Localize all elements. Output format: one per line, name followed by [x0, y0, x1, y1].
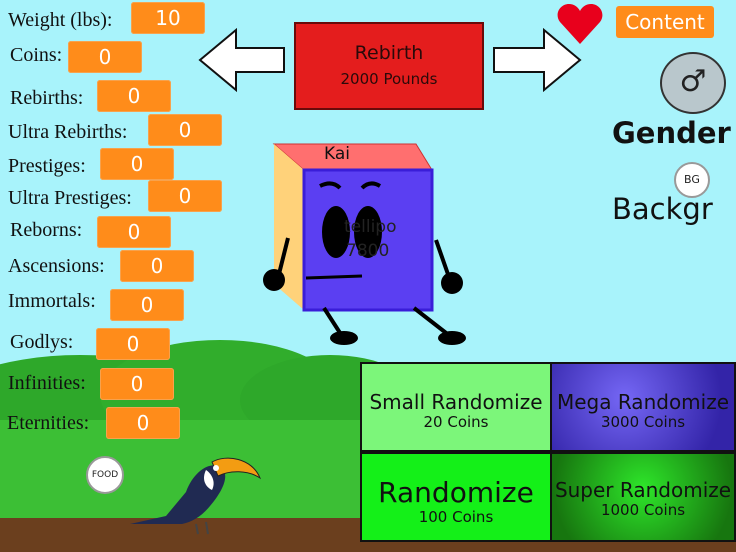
weight-value: 10	[131, 2, 205, 34]
eternities-label: Eternities:	[7, 412, 90, 434]
reborns-value: 0	[97, 216, 171, 248]
godlys-label: Godlys:	[10, 331, 74, 353]
prestiges-value: 0	[100, 148, 174, 180]
coins-label: Coins:	[10, 44, 63, 66]
infinities-value: 0	[100, 368, 174, 400]
ultra-rebirths-label: Ultra Rebirths:	[8, 121, 128, 143]
randomize-button[interactable]: Randomize 100 Coins	[360, 452, 552, 542]
small-randomize-button[interactable]: Small Randomize 20 Coins	[360, 362, 552, 452]
ascensions-value: 0	[120, 250, 194, 282]
mega-randomize-button[interactable]: Mega Randomize 3000 Coins	[550, 362, 736, 452]
rebirths-value: 0	[97, 80, 171, 112]
right-arrow-icon[interactable]	[492, 28, 582, 92]
weight-label: Weight (lbs):	[8, 9, 113, 31]
ultra-rebirths-value: 0	[148, 114, 222, 146]
rebirth-title: Rebirth	[354, 42, 424, 64]
gender-label: Gender	[612, 116, 731, 150]
randomize-cost: 100 Coins	[418, 508, 494, 526]
rebirths-label: Rebirths:	[10, 87, 84, 109]
background-label: Backgr	[612, 192, 713, 226]
bg-badge-text: BG	[684, 173, 700, 186]
coins-value: 0	[68, 41, 142, 73]
ultra-prestiges-value: 0	[148, 180, 222, 212]
ascensions-label: Ascensions:	[8, 255, 105, 277]
small-randomize-title: Small Randomize	[369, 390, 543, 414]
character-overlay-bottom: 7800	[346, 241, 390, 261]
super-randomize-cost: 1000 Coins	[600, 501, 686, 519]
infinities-label: Infinities:	[8, 372, 86, 394]
immortals-label: Immortals:	[8, 290, 96, 312]
character-name: Kai	[324, 144, 350, 164]
super-randomize-button[interactable]: Super Randomize 1000 Coins	[550, 452, 736, 542]
character-overlay-top: tellipo	[344, 217, 397, 237]
male-symbol-icon[interactable]: ♂	[660, 52, 726, 114]
godlys-value: 0	[96, 328, 170, 360]
bg-refresh-icon[interactable]: BG	[674, 162, 710, 198]
randomize-title: Randomize	[378, 476, 534, 509]
rebirth-cost: 2000 Pounds	[340, 70, 438, 88]
eternities-value: 0	[106, 407, 180, 439]
super-randomize-title: Super Randomize	[554, 478, 732, 502]
rebirth-button[interactable]: Rebirth 2000 Pounds	[294, 22, 484, 110]
ultra-prestiges-label: Ultra Prestiges:	[8, 187, 132, 209]
immortals-value: 0	[110, 289, 184, 321]
toucan-icon	[130, 457, 262, 535]
food-badge-text: FOOD	[91, 470, 119, 480]
prestiges-label: Prestiges:	[8, 155, 86, 177]
food-refresh-icon[interactable]: FOOD	[86, 456, 124, 494]
character-kai[interactable]	[254, 140, 474, 350]
small-randomize-cost: 20 Coins	[423, 413, 489, 431]
content-button[interactable]: Content	[616, 6, 714, 38]
left-arrow-icon[interactable]	[198, 28, 288, 92]
mega-randomize-cost: 3000 Coins	[600, 413, 686, 431]
heart-icon[interactable]	[556, 2, 604, 46]
reborns-label: Reborns:	[10, 219, 83, 241]
mega-randomize-title: Mega Randomize	[556, 390, 730, 414]
